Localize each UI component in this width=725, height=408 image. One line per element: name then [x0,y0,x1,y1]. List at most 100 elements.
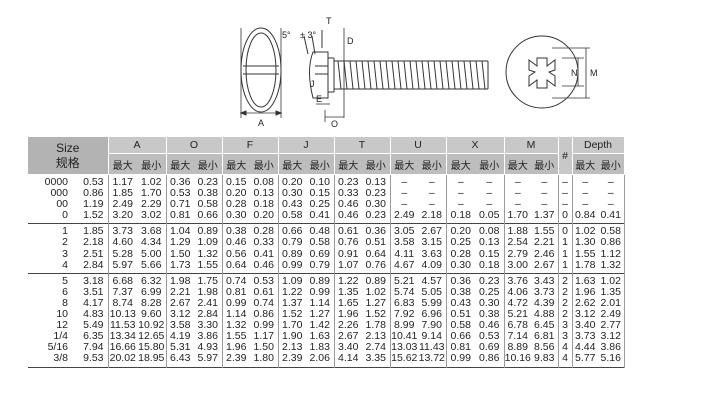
d-max-value: – [582,198,589,211]
t-max-value: 2.26 [338,319,359,332]
o-max-value: 1.29 [170,236,191,249]
diameter-value: 2.84 [83,258,104,271]
m-max-value: – [514,176,521,188]
o-min-value: 0.23 [197,176,218,188]
u-max-value: 2.49 [394,209,415,222]
a-min-value: 18.95 [138,352,165,365]
cell-m: –––1.70–––1.37 [504,174,559,224]
f-min-value: 0.08 [253,176,274,188]
f-max-value: 0.64 [226,258,247,271]
f-min-value: 0.53 [253,274,274,287]
x-min-value: 0.30 [479,296,500,309]
diameter-value: 2.18 [83,236,104,249]
dim-t-label: T [326,16,332,26]
a-min-value: 1.70 [141,187,162,200]
d-max-value: 1.30 [575,236,596,249]
f-max-value: 0.81 [226,285,247,298]
j-max-value: 0.43 [282,198,303,211]
o-min-value: 2.41 [197,296,218,309]
d-max-value: 1.96 [575,285,596,298]
a-max-value: 8.74 [112,296,133,309]
j-max-value: 2.39 [282,352,303,365]
angle-label: 5° [282,30,291,40]
f-min-value: 0.86 [253,308,274,321]
diameter-value: 5.49 [83,319,104,332]
t-min-value: 0.36 [365,225,386,238]
u-min-value: 9.14 [421,330,442,343]
f-min-value: 1.80 [253,352,274,365]
a-min-value: 3.02 [141,209,162,222]
diameter-value: 2.51 [83,247,104,260]
u-min-value: 4.57 [421,274,442,287]
subheader-f: 最大最小 [222,153,279,175]
u-max-value: 3.58 [394,236,415,249]
m-min-value: 6.81 [534,330,555,343]
o-max-value: 0.71 [170,198,191,211]
a-max-value: 3.73 [112,225,133,238]
u-min-value: – [428,198,435,211]
a-max-value: 6.68 [112,274,133,287]
a-min-value: 15.80 [138,341,165,354]
m-min-value: 3.43 [534,274,555,287]
size-value: 2 [62,236,68,249]
j-max-value: 0.89 [282,247,303,260]
diameter-value: 7.94 [83,341,104,354]
x-min-value: – [486,187,493,200]
m-max-value: 2.79 [507,247,528,260]
o-min-value: 0.38 [197,187,218,200]
size-value: 3 [62,247,68,260]
min-label: 最小 [365,160,386,172]
diameter-value: 4.17 [83,296,104,309]
u-min-value: 2.18 [421,209,442,222]
head-end-view [239,27,283,118]
number-value: 0 [562,225,568,238]
f-min-value: 0.46 [253,258,274,271]
o-max-value: 0.36 [170,176,191,188]
u-max-value: – [401,198,408,211]
u-min-value: 3.15 [421,236,442,249]
j-max-value: 1.22 [282,285,303,298]
number-value: 2 [562,274,568,287]
m-max-value: 8.89 [507,341,528,354]
m-max-value: 10.16 [504,352,531,365]
j-min-value: 0.79 [309,258,330,271]
j-max-value: 0.58 [282,209,303,222]
o-max-value: 5.31 [170,341,191,354]
t-max-value: 1.07 [338,258,359,271]
u-min-value: 4.09 [421,258,442,271]
j-max-value: 1.37 [282,296,303,309]
a-max-value: 10.13 [109,308,136,321]
size-value: 1 [62,225,68,238]
j-min-value: 1.63 [309,330,330,343]
size-value: 0 [62,209,68,222]
cell-d: –––0.84–––0.41 [572,174,625,224]
header-col-depth: Depth [572,137,625,154]
a-max-value: 2.49 [112,198,133,211]
x-max-value: – [457,176,464,188]
size-value: 12 [56,319,68,332]
j-max-value: 1.09 [282,274,303,287]
t-min-value: 1.52 [365,308,386,321]
a-min-value: 8.28 [141,296,162,309]
a-min-value: 5.00 [141,247,162,260]
f-max-value: 1.55 [226,330,247,343]
number-value: 2 [562,296,568,309]
m-max-value: 3.76 [507,274,528,287]
a-max-value: 20.02 [109,352,136,365]
j-max-value: 0.66 [282,225,303,238]
d-min-value: 2.01 [600,296,621,309]
x-max-value: 0.99 [450,352,471,365]
d-max-value: 1.02 [575,225,596,238]
d-min-value: – [607,176,614,188]
x-max-value: 0.25 [450,236,471,249]
screw-technical-drawing: 5° ± 3° T D J E O A N M [239,16,598,129]
number-value: 2 [562,308,568,321]
t-max-value: 0.46 [338,209,359,222]
